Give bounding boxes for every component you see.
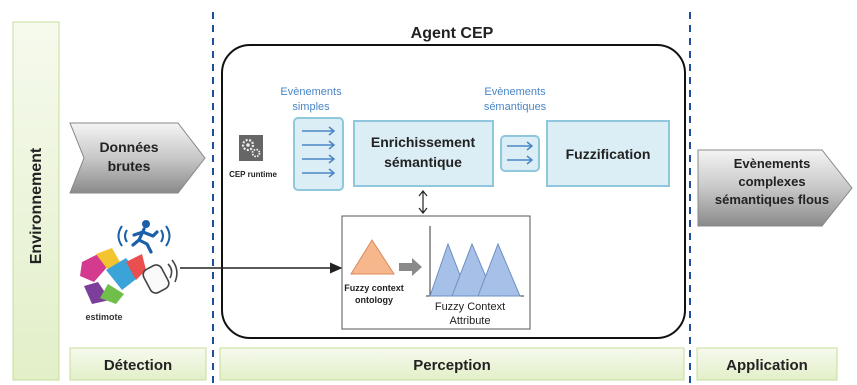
- output-arrow: [697, 149, 853, 227]
- enrichment-label-1: Enrichissement: [371, 134, 476, 150]
- semantic-events-stream: [500, 135, 540, 172]
- simple-events-label-1: Evènements: [280, 86, 342, 98]
- raw-data-label-2: brutes: [108, 158, 151, 174]
- environment-column: [12, 21, 60, 381]
- output-label-3: sémantiques flous: [715, 192, 829, 207]
- cep-runtime-label: CEP runtime: [229, 170, 277, 179]
- ontology-triangle: [350, 239, 395, 275]
- raw-data-arrow: [69, 122, 206, 194]
- wifi-runner-icon: [117, 220, 171, 254]
- detection-footer: [69, 347, 207, 381]
- simple-events-arrows-icon: [302, 126, 336, 178]
- attribute-label-2: Attribute: [450, 315, 491, 327]
- simple-events-label-2: simples: [292, 101, 330, 113]
- semantic-events-arrows-icon: [507, 141, 534, 165]
- agent-title: Agent CEP: [411, 25, 494, 42]
- application-footer: [696, 347, 838, 381]
- ontology-label-2: ontology: [355, 295, 393, 305]
- fuzzification-box: [546, 120, 670, 187]
- beacon-device-icon: [142, 259, 178, 294]
- membership-triangle-3: [477, 242, 521, 297]
- raw-data-label-1: Données: [99, 139, 158, 155]
- ontology-to-attribute-arrow: [399, 258, 422, 276]
- semantic-events-label-2: sémantiques: [484, 101, 547, 113]
- enrichment-box: [353, 120, 494, 187]
- estimote-label: estimote: [85, 312, 122, 322]
- output-label-1: Evènements: [734, 156, 811, 171]
- semantic-events-label-1: Evènements: [484, 86, 546, 98]
- environment-label: Environnement: [28, 147, 45, 264]
- fuzzification-label: Fuzzification: [566, 146, 651, 162]
- bidirectional-arrow: [418, 190, 428, 214]
- attribute-label-1: Fuzzy Context: [435, 301, 505, 313]
- detection-label: Détection: [104, 357, 172, 374]
- estimote-logo-icon: [80, 248, 146, 304]
- application-label: Application: [726, 357, 808, 374]
- ontology-label-1: Fuzzy context: [344, 283, 404, 293]
- gears-icon: [241, 138, 261, 158]
- output-label-2: complexes: [738, 174, 805, 189]
- enrichment-label-2: sémantique: [384, 154, 462, 170]
- simple-events-stream: [293, 117, 344, 191]
- perception-footer: [219, 347, 685, 381]
- perception-label: Perception: [413, 357, 491, 374]
